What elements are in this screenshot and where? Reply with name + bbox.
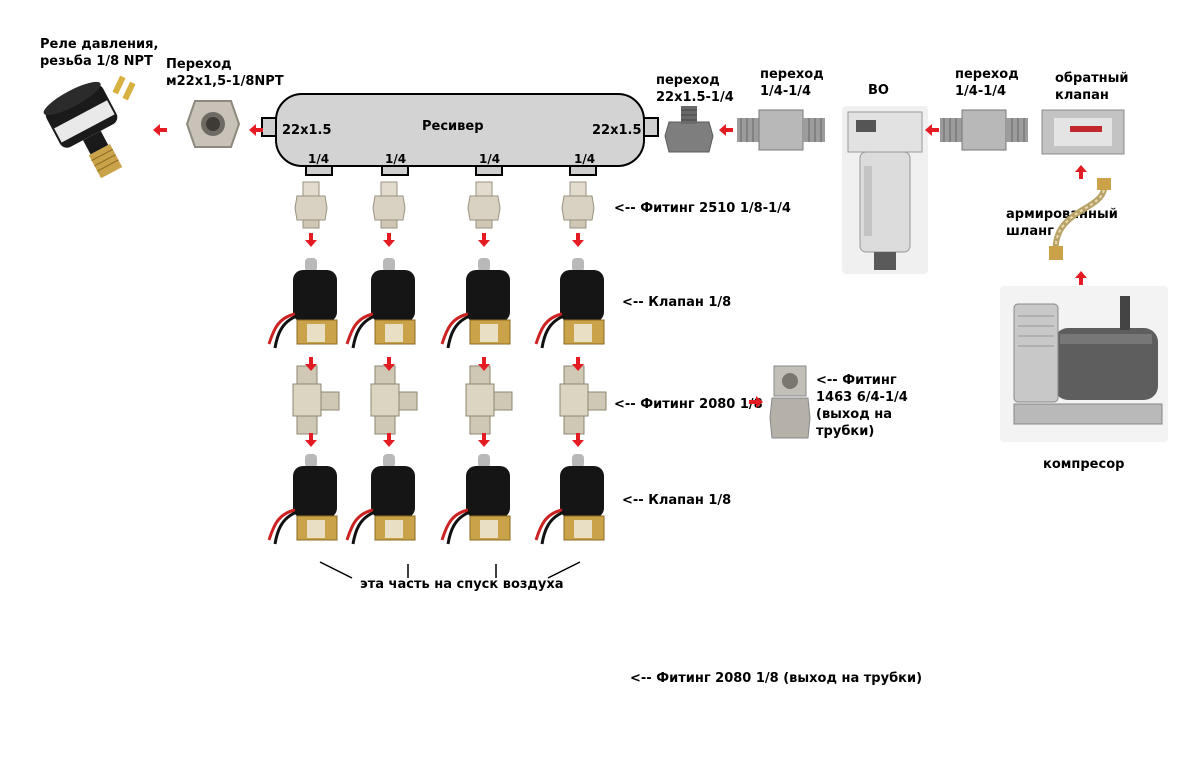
pressure-switch-image	[30, 72, 148, 192]
adapter-far-label: переход 1/4-1/4	[955, 67, 1019, 99]
receiver-graphic	[261, 93, 659, 176]
red-arrow-icon	[572, 357, 584, 371]
fitting-2080-label: <-- Фитинг 2080 1/8	[614, 397, 763, 412]
adapter-left-label: Переход м22х1,5-1/8NPT	[166, 57, 284, 89]
adapter-right-label: переход 22х1.5-1/4	[656, 73, 734, 105]
red-arrow-icon	[749, 396, 763, 408]
receiver-outlet-4: 1/4	[574, 152, 596, 166]
tee-fitting-icon	[559, 365, 607, 435]
brass-fitting-icon	[294, 181, 328, 229]
red-arrow-icon	[383, 357, 395, 371]
receiver-port-right: 22x1.5	[592, 123, 642, 138]
separator-label: ВО	[868, 83, 889, 98]
solenoid-valve-icon	[345, 454, 416, 545]
brass-fitting-icon	[561, 181, 595, 229]
receiver-outlet-3: 1/4	[479, 152, 501, 166]
hose-label: армированный шланг	[1006, 207, 1118, 239]
solenoid-valve-icon	[440, 258, 511, 349]
compressor-label: компресор	[1043, 457, 1125, 472]
red-arrow-icon	[478, 357, 490, 371]
red-arrow-icon	[478, 233, 490, 247]
red-arrow-icon	[572, 433, 584, 447]
tee-fitting-icon	[465, 365, 513, 435]
fitting-2510-label: <-- Фитинг 2510 1/8-1/4	[614, 201, 791, 216]
brass-fitting-icon	[372, 181, 406, 229]
valve-row1-label: <-- Клапан 1/8	[622, 295, 732, 310]
solenoid-valve-icon	[534, 258, 605, 349]
solenoid-valve-icon	[345, 258, 416, 349]
red-arrow-icon	[572, 233, 584, 247]
red-arrow-icon	[478, 433, 490, 447]
compressor-image	[1000, 286, 1168, 442]
adapter-right-image	[663, 100, 715, 158]
red-arrow-icon	[153, 124, 167, 136]
red-arrow-icon	[383, 433, 395, 447]
red-arrow-icon	[249, 124, 263, 136]
fitting-1463-image	[768, 364, 812, 440]
pressure-switch-label: Реле давления, резьба 1/8 NPT	[40, 37, 159, 69]
red-arrow-icon	[305, 233, 317, 247]
exhaust-part-label: эта часть на спуск воздуха	[360, 577, 564, 592]
adapter-mid-label: переход 1/4-1/4	[760, 67, 824, 99]
fitting-1463-label: <-- Фитинг 1463 6/4-1/4 (выход на трубки…	[816, 373, 908, 439]
hose-image	[1049, 178, 1111, 260]
receiver-title: Ресивер	[422, 119, 484, 134]
tee-fitting-icon	[292, 365, 340, 435]
receiver-outlet-1: 1/4	[308, 152, 330, 166]
valve-row2-label: <-- Клапан 1/8	[622, 493, 732, 508]
solenoid-valve-icon	[267, 454, 338, 545]
red-arrow-icon	[1075, 271, 1087, 285]
solenoid-valve-icon	[440, 454, 511, 545]
tee-fitting-icon	[370, 365, 418, 435]
red-arrow-icon	[1075, 165, 1087, 179]
red-arrow-icon	[719, 124, 733, 136]
solenoid-valve-icon	[267, 258, 338, 349]
red-arrow-icon	[305, 357, 317, 371]
receiver-outlet-2: 1/4	[385, 152, 407, 166]
fitting-2080-out-label: <-- Фитинг 2080 1/8 (выход на трубки)	[630, 671, 923, 686]
check-valve-image	[1040, 104, 1126, 160]
brass-fitting-icon	[467, 181, 501, 229]
receiver-port-left: 22x1.5	[282, 123, 332, 138]
red-arrow-icon	[383, 233, 395, 247]
red-arrow-icon	[925, 124, 939, 136]
red-arrow-icon	[305, 433, 317, 447]
solenoid-valve-icon	[534, 454, 605, 545]
adapter-mid-image	[733, 100, 828, 160]
exhaust-bracket	[319, 561, 581, 579]
adapter-far-image	[936, 100, 1031, 160]
check-valve-label: обратный клапан	[1055, 71, 1129, 103]
separator-image	[842, 106, 928, 274]
adapter-nut-image	[185, 95, 241, 153]
